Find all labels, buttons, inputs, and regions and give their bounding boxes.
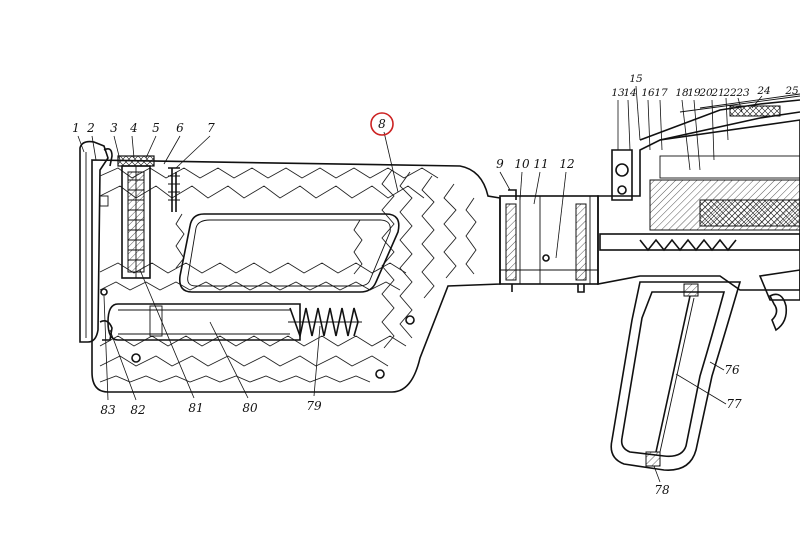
callout-5: 5 [152, 121, 160, 135]
callout-8: 8 [378, 117, 386, 131]
butt-screw-lower [100, 288, 108, 296]
grip-nut [645, 451, 661, 467]
callout-77: 77 [726, 397, 742, 411]
wooden-stock [91, 159, 501, 393]
butt-plate [79, 140, 113, 343]
callout-82: 82 [130, 403, 145, 417]
butt-screw-upper [99, 195, 109, 207]
block-screw [542, 254, 550, 262]
bolt-carrier-rod [599, 233, 800, 251]
callout-11: 11 [533, 157, 548, 171]
callout-21: 21 [710, 87, 724, 99]
highlight-ring [370, 112, 394, 136]
receiver-block [499, 189, 599, 293]
callout-4: 4 [129, 121, 138, 135]
callout-79: 79 [306, 399, 322, 413]
stock-screw-lower [375, 369, 385, 379]
callout-78: 78 [654, 483, 670, 497]
callout-14: 14 [623, 87, 636, 99]
callout-23: 23 [735, 87, 750, 99]
callout-labels: 8 1 2 3 4 5 6 7 9 10 11 12 13 14 15 16 1… [72, 73, 799, 497]
stock-outline [91, 159, 501, 393]
wood-grain [99, 167, 477, 383]
grip-screw [655, 295, 691, 453]
receiver-mechanism [597, 93, 800, 332]
callout-20: 20 [698, 87, 713, 99]
callout-80: 80 [242, 401, 258, 415]
stock-screw [405, 315, 415, 325]
callout-19: 19 [687, 87, 701, 99]
stock-screw-rear [131, 353, 141, 363]
callout-17: 17 [654, 87, 668, 99]
selector-pivot [615, 163, 629, 177]
adjuster-knob [117, 155, 155, 167]
callout-9: 9 [496, 157, 504, 171]
pistol-grip [610, 281, 742, 471]
callout-1: 1 [72, 121, 80, 135]
callout-81: 81 [188, 401, 203, 415]
leader-lines [77, 85, 763, 483]
callout-25: 25 [784, 85, 799, 97]
callout-83: 83 [100, 403, 116, 417]
callout-7: 7 [207, 121, 215, 135]
callout-15: 15 [629, 73, 643, 85]
callout-18: 18 [675, 87, 689, 99]
buffer-spring [289, 307, 359, 339]
callout-76: 76 [724, 363, 740, 377]
callout-12: 12 [559, 157, 574, 171]
buffer-assembly [107, 303, 362, 341]
callout-6: 6 [176, 121, 184, 135]
rear-sight [729, 105, 781, 117]
thumbhole-cutout [178, 213, 400, 293]
callout-10: 10 [514, 157, 530, 171]
pin-7 [168, 167, 180, 212]
callout-13: 13 [611, 87, 625, 99]
callout-3: 3 [110, 121, 118, 135]
recoil-spring [639, 238, 737, 252]
callout-2: 2 [86, 121, 95, 135]
callout-16: 16 [641, 87, 655, 99]
callout-22: 22 [722, 87, 737, 99]
cheek-adjuster [117, 155, 155, 279]
trigger [768, 293, 788, 332]
callout-24: 24 [756, 85, 770, 97]
